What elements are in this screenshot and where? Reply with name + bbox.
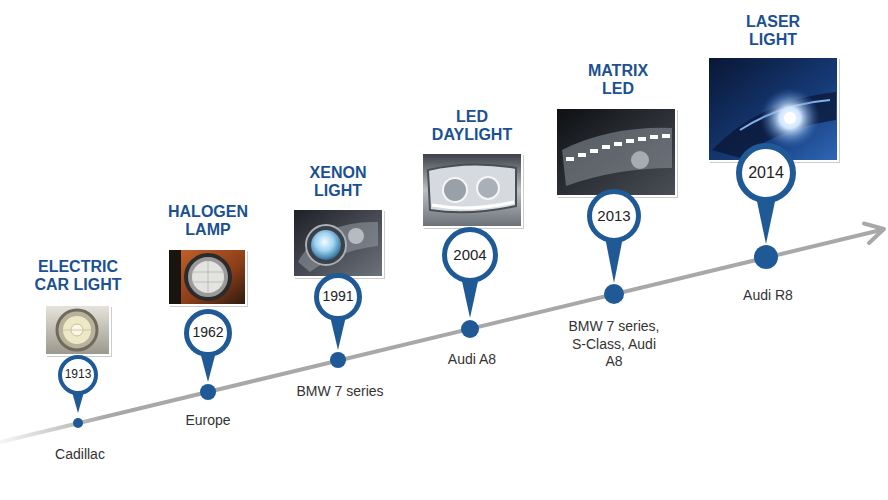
electric-lamp-photo [45,305,112,357]
halogen-lamp-photo [168,249,248,307]
year-pin: 2013 [587,189,641,243]
led-daylight-photo [422,153,524,229]
matrix-led-photo [556,108,678,198]
milestone-heading: XENON LIGHT [293,164,383,200]
milestone-heading: ELECTRIC CAR LIGHT [26,258,130,294]
year-text: 1991 [322,289,353,304]
year-pin: 1913 [58,355,98,395]
milestone-heading: MATRIX LED [570,62,666,98]
year-text: 1913 [65,368,92,381]
xenon-lamp-photo [293,209,385,279]
car-model: Audi A8 [412,351,532,369]
year-pin: 1991 [314,273,362,321]
year-pin: 1962 [184,309,232,357]
year-pin: 2014 [736,143,796,203]
car-model: BMW 7 series [275,383,405,401]
milestone-heading: HALOGEN LAMP [156,203,260,239]
car-model: Europe [148,412,268,430]
milestone-heading: LASER LIGHT [725,13,821,49]
timeline-dots [73,245,778,428]
car-model: Cadillac [20,446,140,464]
year-text: 2013 [597,208,630,225]
milestone-heading: LED DAYLIGHT [417,108,527,144]
timeline-arrowhead [864,224,884,244]
car-model: BMW 7 series, S-Class, Audi A8 [563,318,665,371]
year-text: 2004 [453,247,486,264]
pin-tails [70,192,777,413]
timeline-line [0,230,881,442]
year-pin: 2004 [442,227,498,283]
year-text: 1962 [192,325,223,340]
car-model: Audi R8 [708,287,828,305]
year-text: 2014 [748,164,784,182]
